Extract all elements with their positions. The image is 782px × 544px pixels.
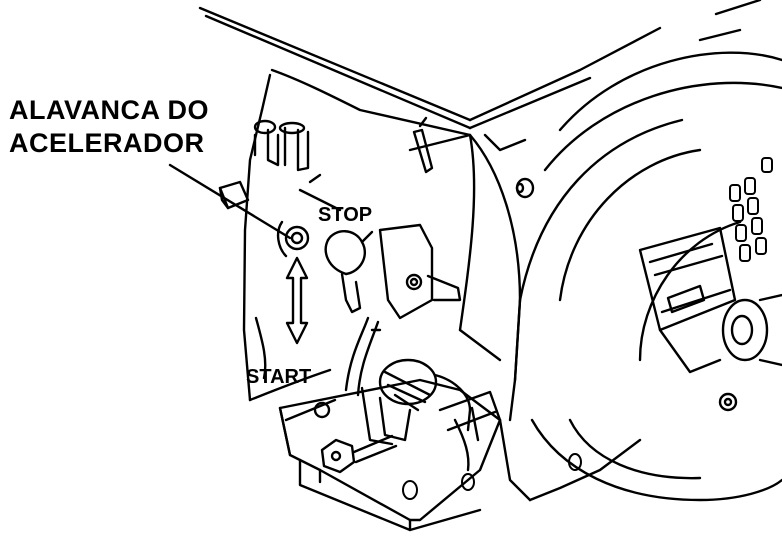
base-contour bbox=[498, 298, 642, 502]
base-plate bbox=[278, 378, 502, 532]
throttle-bracket bbox=[253, 119, 342, 212]
mount-holes bbox=[402, 453, 582, 500]
flywheel-shroud bbox=[518, 0, 782, 502]
fuel-bracket bbox=[438, 390, 502, 472]
callout-label-line2: ACELERADOR bbox=[9, 128, 205, 158]
starter-box bbox=[638, 226, 737, 374]
double-arrow bbox=[285, 256, 309, 345]
start-label: START bbox=[246, 366, 312, 388]
callout-label-line1: ALAVANCA DO bbox=[9, 95, 209, 125]
callout-leader bbox=[168, 163, 292, 240]
base-bolt bbox=[320, 434, 398, 474]
linkage bbox=[254, 316, 382, 397]
top-cover bbox=[198, 6, 662, 152]
pivot bbox=[276, 220, 310, 258]
carburetor bbox=[360, 358, 472, 446]
starter-knob bbox=[718, 293, 782, 412]
stop-label: STOP bbox=[318, 204, 373, 226]
lever-block bbox=[218, 180, 250, 210]
vent-slots bbox=[729, 157, 773, 262]
stop-plate bbox=[378, 223, 462, 320]
throttle-lever bbox=[324, 230, 374, 314]
hook bbox=[412, 116, 434, 174]
